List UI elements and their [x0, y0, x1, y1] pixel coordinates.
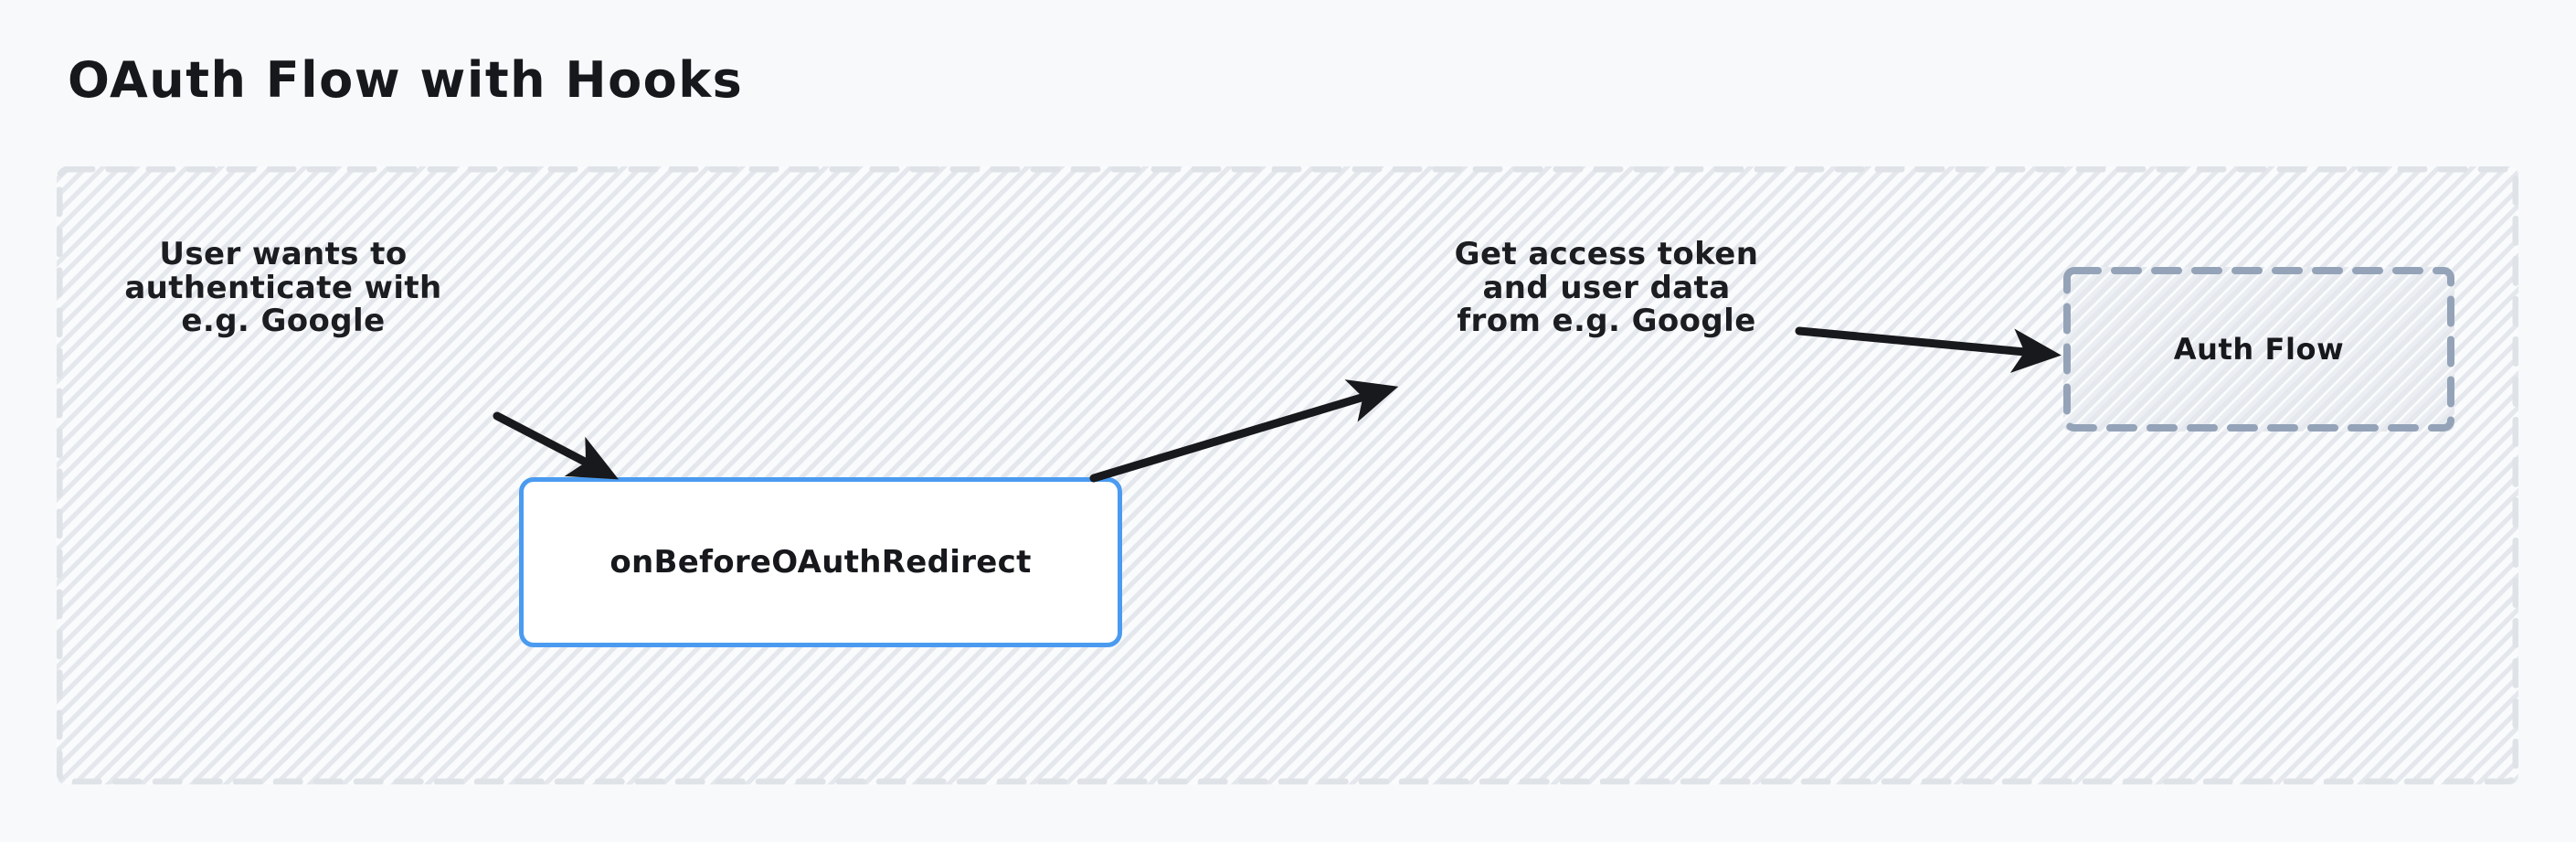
node-auth-flow[interactable]: Auth Flow — [2063, 267, 2454, 432]
node-on-before-oauth-redirect[interactable]: onBeforeOAuthRedirect — [519, 477, 1122, 647]
page-title: OAuth Flow with Hooks — [68, 51, 744, 109]
node-hook-label: onBeforeOAuthRedirect — [610, 544, 1032, 581]
label-user-intent: User wants to authenticate with e.g. Goo… — [124, 236, 442, 340]
node-auth-flow-label: Auth Flow — [2173, 332, 2345, 367]
label-token-exchange: Get access token and user data from e.g.… — [1454, 236, 1759, 340]
